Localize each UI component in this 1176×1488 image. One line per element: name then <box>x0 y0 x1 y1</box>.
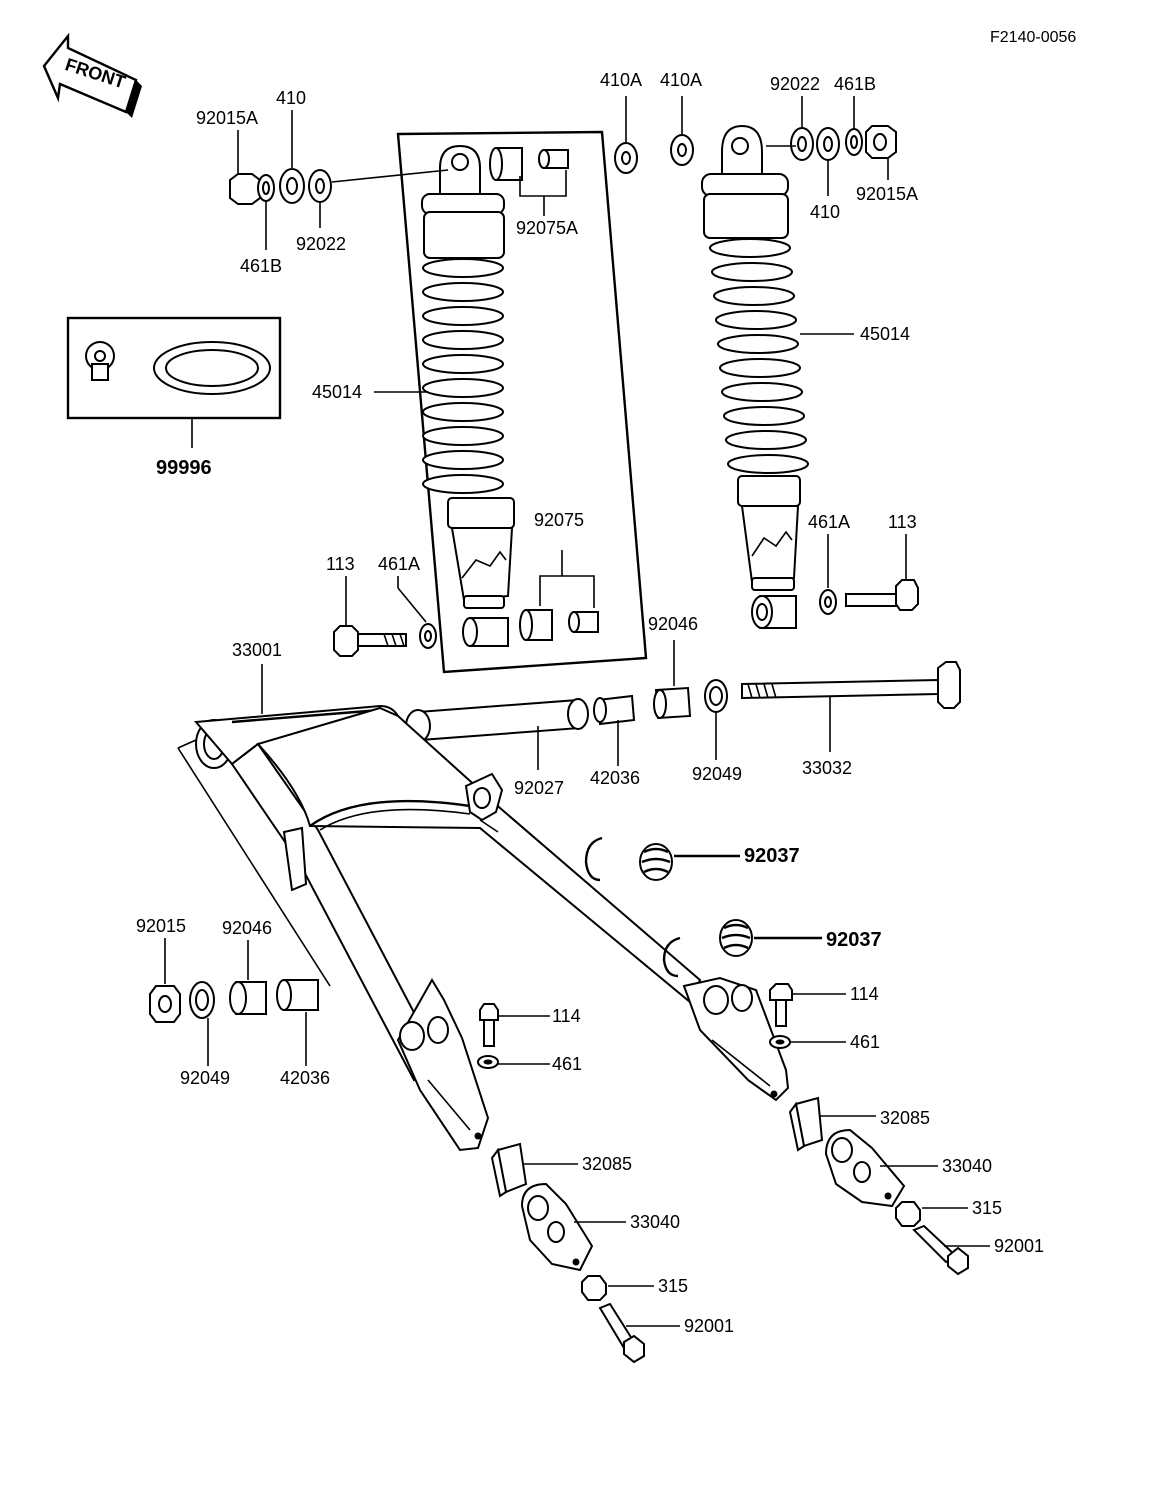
label-92075: 92075 <box>534 510 584 530</box>
label-33001: 33001 <box>232 640 282 660</box>
label-410a-1: 410A <box>600 70 642 90</box>
adjuster-33040-right <box>824 1128 938 1208</box>
label-461b-left: 461B <box>240 256 282 276</box>
adjuster-33040-left <box>520 1182 626 1272</box>
pivot-axle-parts <box>405 640 961 770</box>
label-92001-right: 92001 <box>994 1236 1044 1256</box>
label-315-left: 315 <box>658 1276 688 1296</box>
part-labels: 410 92015A 461B 92022 92075A 410A 410A 9… <box>136 70 1044 1336</box>
label-92001-left: 92001 <box>684 1316 734 1336</box>
label-45014-right: 45014 <box>860 324 910 344</box>
label-92022-left: 92022 <box>296 234 346 254</box>
bolt-114-right <box>769 983 846 1049</box>
bolt-114-left <box>477 1003 550 1069</box>
label-410a-2: 410A <box>660 70 702 90</box>
label-92046-top: 92046 <box>648 614 698 634</box>
label-114-right: 114 <box>850 984 879 1004</box>
block-32085-left <box>490 1142 578 1198</box>
gear-icon <box>85 341 115 381</box>
label-42036-left: 42036 <box>280 1068 330 1088</box>
left-pivot-hardware <box>149 938 319 1066</box>
washer-410a-pair <box>614 96 694 174</box>
label-92015: 92015 <box>136 916 186 936</box>
top-left-hardware <box>229 110 449 250</box>
swing-arm-33001 <box>177 704 790 1152</box>
bumper-92037-a <box>639 843 740 881</box>
label-92037-b: 92037 <box>826 929 882 951</box>
label-45014-left: 45014 <box>312 382 362 402</box>
label-113-left: 113 <box>326 554 355 574</box>
diagram-code: F2140-0056 <box>990 29 1076 46</box>
label-33032: 33032 <box>802 758 852 778</box>
bolt-113-left <box>333 576 437 657</box>
bolt-113-right <box>819 534 919 615</box>
block-32085-right <box>788 1096 876 1152</box>
label-92027: 92027 <box>514 778 564 798</box>
label-461a-right: 461A <box>808 512 850 532</box>
label-92037-a: 92037 <box>744 845 800 867</box>
label-461b-right: 461B <box>834 74 876 94</box>
label-461-left: 461 <box>552 1054 582 1074</box>
shock-assembly-frame <box>396 130 648 674</box>
label-32085-left: 32085 <box>582 1154 632 1174</box>
label-32085-right: 32085 <box>880 1108 930 1128</box>
label-33040-right: 33040 <box>942 1156 992 1176</box>
label-92022-right: 92022 <box>770 74 820 94</box>
bolt-92001-left <box>581 1275 680 1364</box>
label-42036-top: 42036 <box>590 768 640 788</box>
bushing-92075 <box>462 550 599 647</box>
front-arrow-icon: FRONT <box>42 32 142 118</box>
label-92046-left: 92046 <box>222 918 272 938</box>
label-410-left: 410 <box>276 88 306 108</box>
shock-absorber-left <box>421 144 515 609</box>
bumper-92037-b <box>719 919 822 957</box>
label-92015a-left: 92015A <box>196 108 258 128</box>
label-113-right: 113 <box>888 512 917 532</box>
label-461-right: 461 <box>850 1032 880 1052</box>
label-33040-left: 33040 <box>630 1212 680 1232</box>
label-92075a: 92075A <box>516 218 578 238</box>
kit-99996-box <box>66 316 282 448</box>
label-92015a-right: 92015A <box>856 184 918 204</box>
label-315-right: 315 <box>972 1198 1002 1218</box>
label-92049-top: 92049 <box>692 764 742 784</box>
shock-absorber-right <box>701 124 809 629</box>
bolt-92001-right <box>895 1201 990 1276</box>
label-114-left: 114 <box>552 1006 581 1026</box>
label-99996: 99996 <box>156 457 212 479</box>
label-461a-left: 461A <box>378 554 420 574</box>
label-410-right: 410 <box>810 202 840 222</box>
top-right-hardware <box>766 96 897 196</box>
bushing-92075a <box>489 147 569 216</box>
label-92049-left: 92049 <box>180 1068 230 1088</box>
